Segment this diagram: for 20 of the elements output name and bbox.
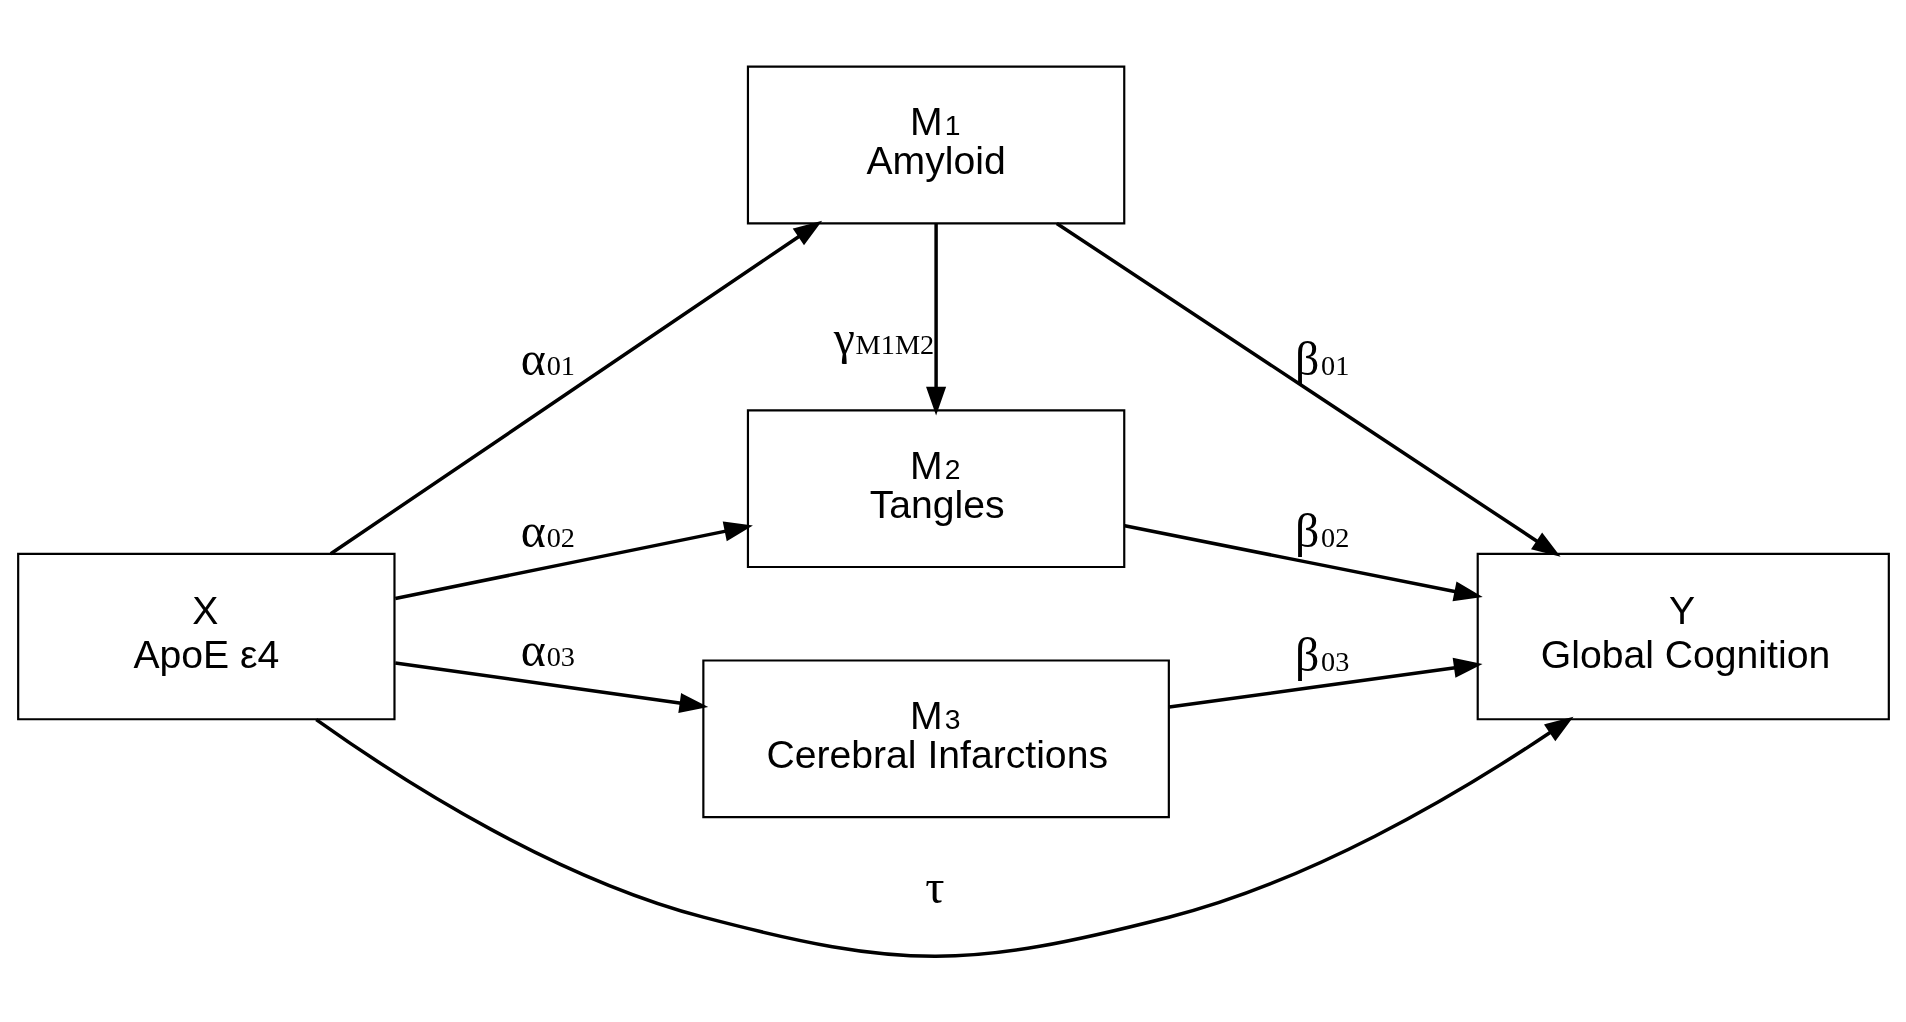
- edge-label: β01: [1294, 331, 1349, 385]
- node-box: M3 Cerebral Infarctions: [701, 658, 1170, 818]
- arrow: [394, 520, 753, 600]
- arrow: [1055, 221, 1561, 557]
- node-box: Y Global Cognition: [1476, 552, 1890, 720]
- node-box: M2 Tangles: [746, 408, 1125, 568]
- arrow: [1168, 657, 1482, 709]
- arrow: [329, 220, 822, 555]
- arrow: [394, 660, 708, 713]
- arrow: [1123, 523, 1483, 601]
- edge-label: α02: [520, 503, 575, 557]
- edge-label: γM1M2: [833, 310, 934, 364]
- edge-label: α01: [520, 331, 575, 385]
- arrow: [314, 716, 1573, 958]
- arrow: [925, 223, 946, 415]
- edge-label: β03: [1294, 627, 1349, 681]
- edge-label: α03: [520, 622, 575, 676]
- edge-label: β02: [1294, 503, 1349, 557]
- node-box: X ApoE ε4: [16, 552, 396, 720]
- edge-label: τ: [924, 859, 944, 913]
